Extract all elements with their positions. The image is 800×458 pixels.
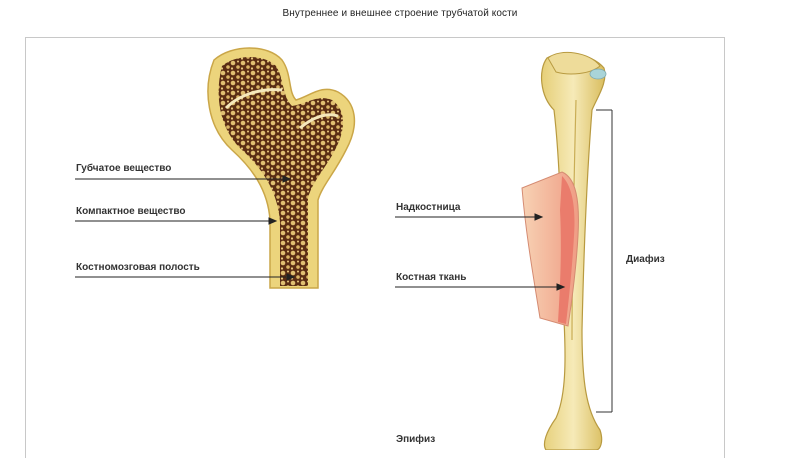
articular-facet — [589, 68, 607, 80]
figure-title: Внутреннее и внешнее строение трубчатой … — [282, 8, 518, 19]
diaphysis-bracket — [596, 109, 613, 413]
label-spongy-substance: Губчатое вещество — [76, 163, 172, 174]
label-periosteum: Надкостница — [396, 202, 461, 213]
figure-frame — [25, 37, 725, 458]
left-bone-section — [207, 47, 356, 289]
label-compact-substance: Компактное вещество — [76, 206, 186, 217]
label-diaphysis: Диафиз — [626, 254, 665, 265]
right-pointers — [395, 213, 566, 291]
label-marrow-cavity: Костномозговая полость — [76, 262, 200, 273]
spongy-core — [218, 57, 344, 286]
label-epiphysis: Эпифиз — [396, 434, 436, 445]
bone-head-knob — [547, 51, 601, 75]
epiphyseal-line — [224, 88, 283, 110]
epiphyseal-line-2 — [299, 113, 339, 130]
right-bone-external — [521, 51, 607, 450]
left-pointers — [75, 175, 296, 281]
label-bone-tissue: Костная ткань — [396, 272, 467, 283]
